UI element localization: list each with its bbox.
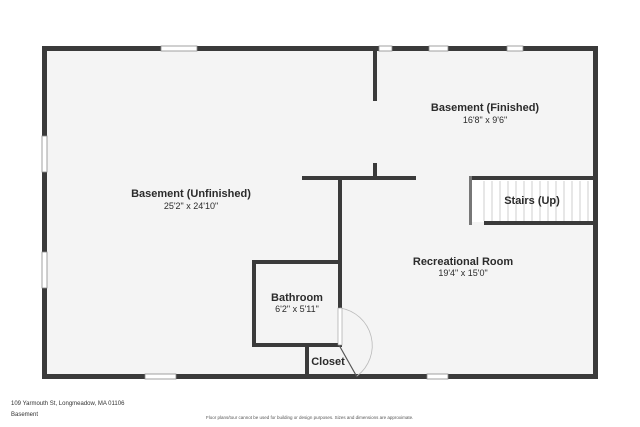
closet-door-leaf: [338, 344, 358, 378]
stairs-wall-bottom: [484, 221, 595, 225]
wall-divider-stub: [373, 163, 377, 178]
wall-upper-divider: [373, 51, 377, 101]
label-basement-unfinished: Basement (Unfinished): [131, 188, 251, 200]
closet-door-swing: [339, 307, 373, 377]
wall-closet-left: [305, 345, 309, 376]
window-bottom-1: [144, 373, 177, 380]
window-left-1: [41, 135, 48, 173]
label-recreational-room: Recreational Room: [413, 256, 513, 268]
stairs-wall-top: [469, 176, 595, 180]
exterior-wall-bottom: [42, 374, 598, 379]
window-bottom-2: [426, 373, 449, 380]
window-top-3: [428, 45, 449, 52]
window-top-4: [506, 45, 524, 52]
dims-basement-finished: 16'8" x 9'6": [463, 115, 507, 125]
floor-label: Basement: [11, 412, 39, 418]
window-left-2: [41, 251, 48, 289]
dims-recreational-room: 19'4" x 15'0": [438, 268, 487, 278]
exterior-wall-top: [42, 46, 598, 51]
exterior-wall-right: [593, 46, 598, 379]
dims-basement-unfinished: 25'2" x 24'10": [164, 201, 218, 211]
wall-bathroom-top: [252, 260, 338, 264]
door-jamb: [337, 307, 343, 346]
label-stairs: Stairs (Up): [504, 195, 560, 207]
window-top-2: [378, 45, 393, 52]
exterior-wall-left: [42, 46, 47, 379]
stair-treads: [483, 181, 589, 221]
stairs-wall-left: [469, 176, 472, 225]
disclaimer: Floor plans/tour cannot be used for buil…: [206, 415, 414, 420]
wall-horizontal-divider: [302, 176, 416, 180]
dims-bathroom: 6'2" x 5'11": [275, 304, 319, 314]
label-bathroom: Bathroom: [271, 292, 323, 304]
wall-bathroom-bottom: [252, 343, 342, 347]
property-address: 109 Yarmouth St, Longmeadow, MA 01106: [11, 401, 125, 407]
label-closet: Closet: [311, 356, 345, 368]
window-top-1: [160, 45, 198, 52]
stairs: [469, 176, 595, 225]
label-basement-finished: Basement (Finished): [431, 102, 540, 114]
wall-bathroom-vertical: [338, 180, 342, 308]
wall-bathroom-left: [252, 260, 256, 346]
